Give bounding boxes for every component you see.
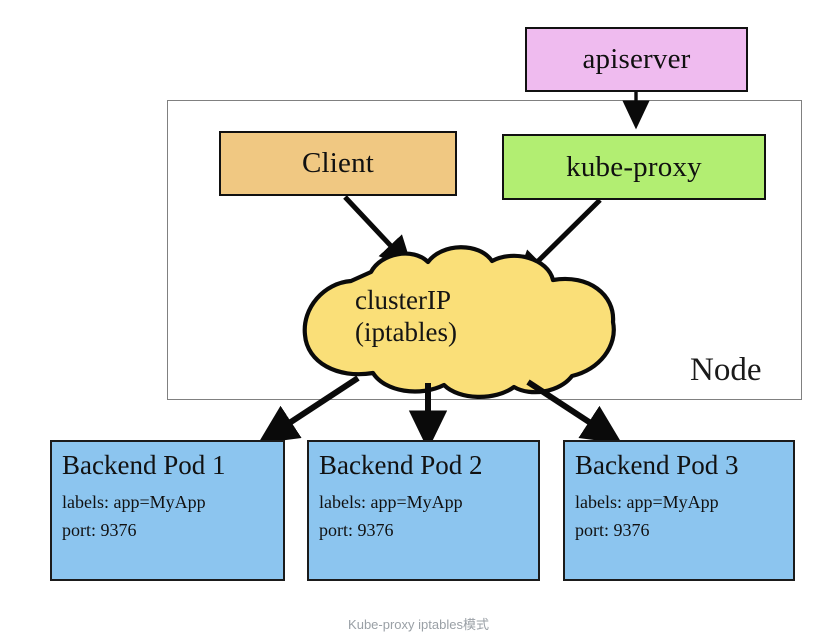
backend-pod-2-port: port: 9376 — [319, 520, 394, 541]
backend-pod-3-title: Backend Pod 3 — [575, 450, 739, 480]
backend-pod-3-port: port: 9376 — [575, 520, 650, 541]
backend-pod-1-labels: labels: app=MyApp — [62, 492, 206, 513]
diagram-caption: Kube-proxy iptables模式 — [348, 617, 489, 632]
node-frame-label: Node — [690, 352, 762, 388]
node-frame — [167, 100, 802, 400]
backend-pod-3[interactable]: Backend Pod 3 labels: app=MyApp port: 93… — [563, 440, 795, 581]
client-box[interactable]: Client — [219, 131, 457, 196]
backend-pod-1-title: Backend Pod 1 — [62, 450, 226, 480]
backend-pod-1[interactable]: Backend Pod 1 labels: app=MyApp port: 93… — [50, 440, 285, 581]
backend-pod-2[interactable]: Backend Pod 2 labels: app=MyApp port: 93… — [307, 440, 540, 581]
apiserver-box[interactable]: apiserver — [525, 27, 748, 92]
backend-pod-2-title: Backend Pod 2 — [319, 450, 483, 480]
backend-pod-1-port: port: 9376 — [62, 520, 137, 541]
backend-pod-3-labels: labels: app=MyApp — [575, 492, 719, 513]
kube-proxy-box[interactable]: kube-proxy — [502, 134, 766, 200]
backend-pod-2-labels: labels: app=MyApp — [319, 492, 463, 513]
